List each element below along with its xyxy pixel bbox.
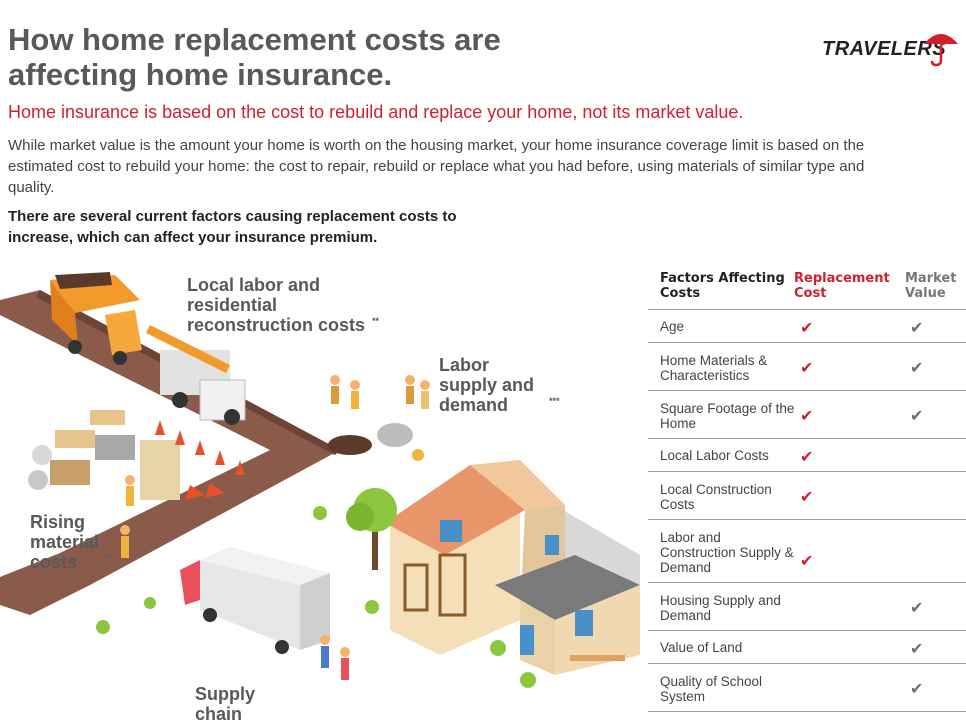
row-label: Local Labor Costs — [660, 448, 769, 463]
label-local-labor-text: Local labor and residential reconstructi… — [187, 275, 366, 335]
page-title: How home replacement costs are affecting… — [8, 22, 501, 92]
row-label: Quality of School System — [660, 674, 763, 704]
market-check-icon: ✔ — [910, 360, 924, 377]
label-labor-supply-text: Labor supply and demand — [439, 355, 535, 415]
label-labor-supply: Labor supply and demand *** — [439, 355, 560, 415]
table-row: Labor and Construction Supply & Demand ✔ — [648, 520, 966, 583]
factors-table: Factors Affecting Costs Replacement Cost… — [648, 268, 966, 712]
worker-carrying-icon — [120, 475, 135, 558]
label-local-labor: Local labor and residential reconstructi… — [187, 275, 379, 335]
table-row: Housing Supply and Demand ✔ — [648, 583, 966, 631]
row-label: Local Construction Costs — [660, 482, 772, 512]
workers-group-icon — [328, 375, 430, 461]
market-check-icon: ✔ — [910, 681, 924, 698]
replacement-check-icon: ✔ — [800, 408, 814, 425]
row-label: Home Materials & Characteristics — [660, 353, 768, 383]
table-row: Home Materials & Characteristics ✔ ✔ — [648, 343, 966, 391]
replacement-check-icon: ✔ — [800, 360, 814, 377]
header-replacement-cost: Replacement Cost — [794, 271, 890, 301]
subtitle: Home insurance is based on the cost to r… — [8, 102, 744, 122]
label-supply-chain: Supply chain disruptions* — [195, 684, 309, 724]
market-check-icon: ✔ — [910, 408, 924, 425]
bushes — [96, 506, 536, 688]
dump-truck-icon — [50, 272, 142, 365]
intro-paragraph: While market value is the amount your ho… — [8, 137, 865, 196]
replacement-check-icon: ✔ — [800, 552, 814, 570]
tree-icon — [346, 488, 397, 570]
table-header: Factors Affecting Costs Replacement Cost… — [648, 268, 966, 310]
header-factors: Factors Affecting Costs — [660, 271, 785, 301]
house-icon — [385, 460, 640, 675]
logo-text: TRAVELERS — [822, 38, 947, 60]
market-check-icon: ✔ — [910, 600, 924, 617]
materials-pile-icon — [28, 410, 180, 500]
travelers-logo: TRAVELERS — [822, 28, 962, 68]
crane-truck-icon — [146, 325, 246, 425]
table-row: Quality of School System ✔ — [648, 664, 966, 712]
row-label: Age — [660, 319, 685, 334]
market-check-icon: ✔ — [910, 640, 924, 658]
footnote-mark: *** — [549, 396, 560, 406]
footnote-mark: ** — [372, 316, 380, 326]
umbrella-icon — [924, 34, 958, 67]
row-label: Labor and Construction Supply & Demand — [660, 530, 794, 575]
delivery-workers — [320, 635, 350, 680]
row-label: Housing Supply and Demand — [660, 593, 781, 623]
construction-illustration — [0, 272, 640, 724]
delivery-truck-icon — [180, 547, 330, 654]
lead-paragraph: There are several current factors causin… — [8, 208, 457, 246]
table-row: Local Construction Costs ✔ — [648, 472, 966, 520]
table-row: Age ✔ ✔ — [648, 310, 966, 343]
label-supply-chain-text: Supply chain disruptions — [195, 684, 256, 724]
market-check-icon: ✔ — [910, 319, 924, 337]
row-label: Value of Land — [660, 640, 743, 655]
label-rising-materials: Rising material costs ** — [30, 512, 112, 572]
replacement-check-icon: ✔ — [800, 319, 814, 337]
replacement-check-icon: ✔ — [800, 489, 814, 506]
table-row: Square Footage of the Home ✔ ✔ — [648, 391, 966, 439]
traffic-cones — [155, 420, 245, 500]
footnote-mark: ** — [105, 553, 113, 563]
table-body: Age✔✔Home Materials & Characteristics✔✔S… — [648, 310, 966, 712]
header-market-value: Market Value — [905, 271, 957, 301]
table-row: Local Labor Costs ✔ — [648, 439, 966, 472]
table-row: Value of Land ✔ — [648, 631, 966, 664]
replacement-check-icon: ✔ — [800, 448, 814, 466]
row-label: Square Footage of the Home — [660, 401, 795, 431]
label-rising-materials-text: Rising material costs — [30, 512, 100, 572]
